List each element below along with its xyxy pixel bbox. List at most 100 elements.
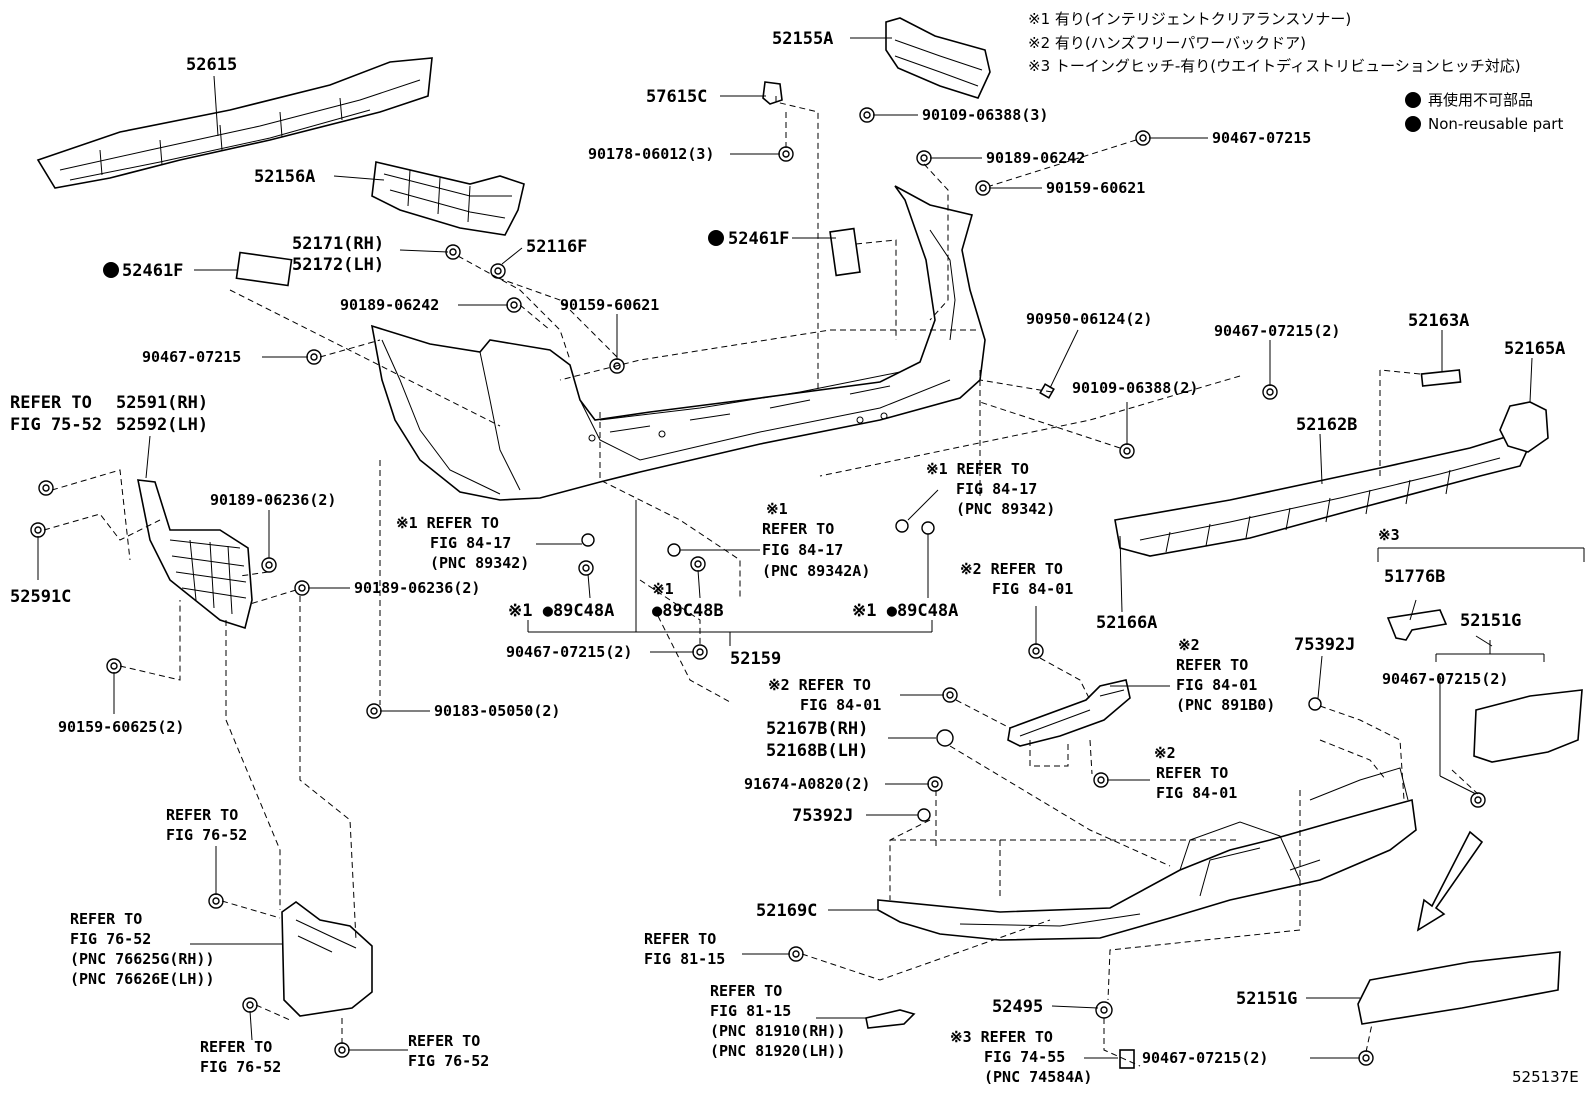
label-refer-74-55-3: (PNC 74584A) xyxy=(984,1068,1092,1086)
label-90159-60625-2: 90159-60625(2) xyxy=(58,718,184,736)
label-refer-76-52-a2: FIG 76-52 xyxy=(166,826,247,844)
label-90109-06388-3: 90109-06388(3) xyxy=(922,106,1048,124)
figure-id: 525137E xyxy=(1512,1068,1579,1086)
label-75392j-top: 75392J xyxy=(1294,635,1355,655)
label-90189-06236-2-a: 90189-06236(2) xyxy=(210,491,336,509)
label-refer-84-01-c1: ※2 REFER TO xyxy=(768,676,871,694)
label-52168b: 52168B(LH) xyxy=(766,741,868,761)
label-refer-81-15-b2: FIG 81-15 xyxy=(710,1002,791,1020)
label-52591rh: 52591(RH) xyxy=(116,393,208,413)
label-refer-84-01-a1: ※2 REFER TO xyxy=(960,560,1063,578)
label-52163A: 52163A xyxy=(1408,311,1469,331)
label-75392j-bottom: 75392J xyxy=(792,806,853,826)
label-52171: 52171(RH) xyxy=(292,234,384,254)
label-refer-74-55-1: ※3 REFER TO xyxy=(950,1028,1053,1046)
cover-52151G-top xyxy=(1473,689,1583,763)
label-52167b: 52167B(RH) xyxy=(766,719,868,739)
label-refer-84-17-a1: ※1 REFER TO xyxy=(396,514,499,532)
label-refer-81-15-a2: FIG 81-15 xyxy=(644,950,725,968)
label-refer-84-01-b3: FIG 84-01 xyxy=(1176,676,1257,694)
label-90467-07215-top: 90467-07215 xyxy=(1212,129,1311,147)
label-57615C: 57615C xyxy=(646,87,707,107)
label-52162B: 52162B xyxy=(1296,415,1357,435)
label-refer-81-15-b3: (PNC 81910(RH)) xyxy=(710,1022,845,1040)
non-reusable-dot xyxy=(708,230,724,246)
label-90467-07215-2-right: 90467-07215(2) xyxy=(1214,322,1340,340)
label-refer-76-52-b4: (PNC 76626E(LH)) xyxy=(70,970,215,988)
label-refer-84-17-a2: FIG 84-17 xyxy=(430,534,511,552)
label-90159-60621-top: 90159-60621 xyxy=(1046,179,1145,197)
legend-jp: 再使用不可部品 xyxy=(1428,91,1533,109)
label-90950-06124-2: 90950-06124(2) xyxy=(1026,310,1152,328)
label-refer-81-15-b4: (PNC 81920(LH)) xyxy=(710,1042,845,1060)
label-refer-84-01-b2: REFER TO xyxy=(1176,656,1248,674)
label-refer-75-52-a: REFER TO xyxy=(10,393,92,413)
label-90189-06242-top: 90189-06242 xyxy=(986,149,1085,167)
legend-dot-jp xyxy=(1405,92,1421,108)
label-52116F: 52116F xyxy=(526,237,587,257)
label-refer-76-52-b2: FIG 76-52 xyxy=(70,930,151,948)
label-90467-07215-2-far: 90467-07215(2) xyxy=(1382,670,1508,688)
label-refer-76-52-d1: REFER TO xyxy=(408,1032,480,1050)
label-52461F-center: 52461F xyxy=(728,229,789,249)
pad-52461F-center xyxy=(829,227,861,277)
label-refer-76-52-b3: (PNC 76625G(RH)) xyxy=(70,950,215,968)
label-89c48b-b: ●89C48B xyxy=(652,601,724,621)
label-refer-84-01-b1: ※2 xyxy=(1178,636,1200,654)
reinforcement-52615 xyxy=(36,57,433,189)
label-52169c: 52169C xyxy=(756,901,817,921)
bracket-52167B xyxy=(1007,679,1131,747)
label-refer-84-01-d1: ※2 xyxy=(1154,744,1176,762)
label-refer-76-52-d2: FIG 76-52 xyxy=(408,1052,489,1070)
mudguard xyxy=(281,901,373,1017)
label-refer-81-15-b1: REFER TO xyxy=(710,982,782,1000)
label-52151g-top: 52151G xyxy=(1460,611,1521,631)
label-90467-07215-2-mid: 90467-07215(2) xyxy=(506,643,632,661)
label-52155A: 52155A xyxy=(772,29,833,49)
label-89c48a-right: ※1 ●89C48A xyxy=(852,601,958,621)
label-52159: 52159 xyxy=(730,649,781,669)
label-refer-84-17-b3: FIG 84-17 xyxy=(762,541,843,559)
note-2: ※2 有り(ハンズフリーパワーバックドア) xyxy=(1028,34,1306,52)
label-90109-06388-2: 90109-06388(2) xyxy=(1072,379,1198,397)
pad-52163A xyxy=(1420,369,1462,387)
label-refer-84-17-a3: (PNC 89342) xyxy=(430,554,529,572)
legend-dot-en xyxy=(1405,116,1421,132)
label-90159-60621-mid: 90159-60621 xyxy=(560,296,659,314)
label-refer-84-17-b2: REFER TO xyxy=(762,520,834,538)
label-89c48a-left: ※1 ●89C48A xyxy=(508,601,614,621)
label-91674-a0820-2: 91674-A0820(2) xyxy=(744,775,870,793)
assembly-lines xyxy=(43,96,1479,1067)
label-52615: 52615 xyxy=(186,55,237,75)
bracket-57615C xyxy=(762,81,783,105)
label-90467-07215-left: 90467-07215 xyxy=(142,348,241,366)
label-refer-84-17-c3: (PNC 89342) xyxy=(956,500,1055,518)
legend-en: Non-reusable part xyxy=(1428,115,1563,133)
label-90189-06236-2-b: 90189-06236(2) xyxy=(354,579,480,597)
notes: ※1 有り(インテリジェントクリアランスソナー) ※2 有り(ハンズフリーパワー… xyxy=(1028,10,1579,1086)
plate-74-55 xyxy=(1119,1049,1135,1069)
note-3: ※3 トーイングヒッチ-有り(ウエイトディストリビューションヒッチ対応) xyxy=(1028,57,1521,75)
label-refer-76-52-c2: FIG 76-52 xyxy=(200,1058,281,1076)
label-90467-07215-2-bottom: 90467-07215(2) xyxy=(1142,1049,1268,1067)
label-refer-76-52-b1: REFER TO xyxy=(70,910,142,928)
label-52151g-bottom: 52151G xyxy=(1236,989,1297,1009)
cover-52151G-bottom xyxy=(1357,951,1561,1025)
label-52172: 52172(LH) xyxy=(292,255,384,275)
label-90178-06012-3: 90178-06012(3) xyxy=(588,145,714,163)
label-refer-84-01-b4: (PNC 891B0) xyxy=(1176,696,1275,714)
label-refer-84-01-d3: FIG 84-01 xyxy=(1156,784,1237,802)
note-1: ※1 有り(インテリジェントクリアランスソナー) xyxy=(1028,10,1351,28)
part-labels: 52615 52156A 52155A 57615C 90109-06388(3… xyxy=(10,29,1565,1086)
label-52592lh: 52592(LH) xyxy=(116,415,208,435)
bracket-52156A xyxy=(371,161,525,236)
label-90183-05050-2: 90183-05050(2) xyxy=(434,702,560,720)
label-52165A: 52165A xyxy=(1504,339,1565,359)
label-52461F-left: 52461F xyxy=(122,261,183,281)
bracket-52155A xyxy=(885,17,991,99)
bumper-cover-52159 xyxy=(370,185,986,501)
end-piece-52165A xyxy=(1499,401,1549,453)
label-refer-84-17-b4: (PNC 89342A) xyxy=(762,562,870,580)
label-refer-76-52-a1: REFER TO xyxy=(166,806,238,824)
label-refer-84-17-c1: ※1 REFER TO xyxy=(926,460,1029,478)
